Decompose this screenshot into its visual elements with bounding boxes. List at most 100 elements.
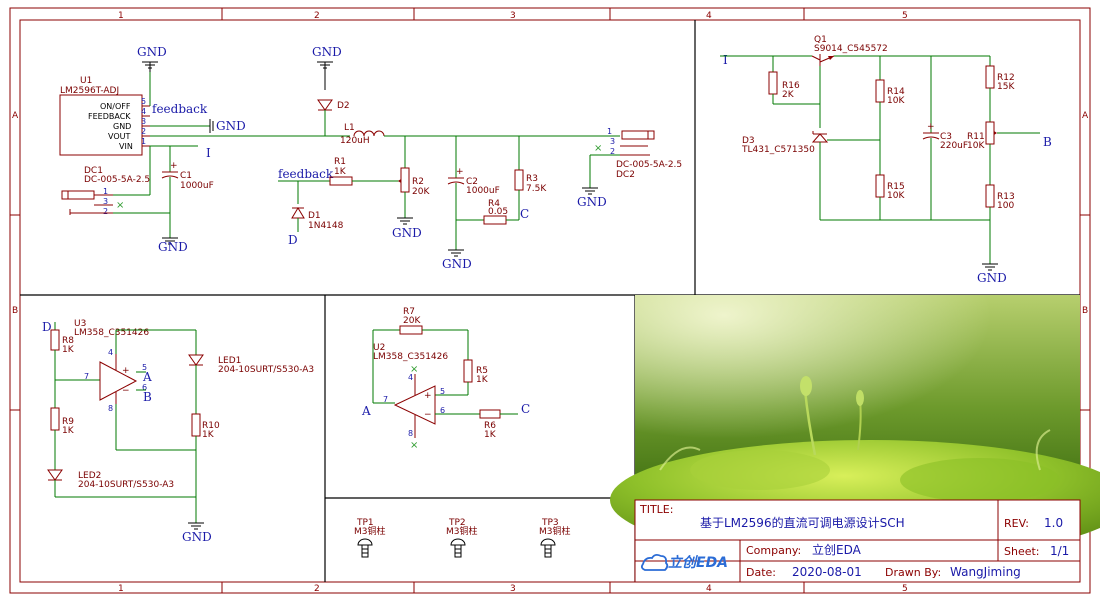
net-gnd-r2: GND	[392, 226, 422, 240]
l1-ref: L1	[344, 123, 355, 133]
tp2-ref: TP2	[448, 518, 466, 528]
net-gnd-top: GND	[137, 45, 167, 59]
r1-ref: R1	[334, 157, 346, 167]
u2-pin-5: 5	[440, 387, 445, 396]
net-gnd-u1: GND	[216, 119, 246, 133]
company-value: 立创EDA	[812, 542, 862, 557]
u1-pinnum-1: 1	[141, 137, 146, 146]
u1-ref: U1	[80, 76, 92, 86]
q1-transistor[interactable]: Q1 S9014_C545572	[811, 35, 888, 66]
net-C-r6: C	[521, 402, 530, 416]
c2-value: 1000uF	[466, 186, 500, 196]
u2-opamp[interactable]: U2 LM358_C351426 + − 7 5 6 4 8	[373, 343, 448, 438]
tp3-ref: TP3	[541, 518, 559, 528]
net-B-u3: B	[143, 390, 152, 404]
svg-text:+: +	[424, 391, 432, 401]
u3-opamp[interactable]: U3 LM358_C351426 + − 7 5 6 4 8	[74, 319, 149, 413]
d1-ref: D1	[308, 211, 321, 221]
led2-value: 204-10SURT/S530-A3	[78, 480, 174, 490]
logo-text: 立创EDA	[668, 554, 728, 571]
r6-resistor[interactable]: R6 1K	[479, 409, 501, 440]
net-feedback-r1: feedback	[278, 167, 334, 181]
d1-diode[interactable]: D1 1N4148	[291, 207, 344, 231]
dc1-jack[interactable]: DC1 DC-005-5A-2.5 1 3 2	[61, 166, 150, 216]
net-gnd-r13: GND	[977, 271, 1007, 285]
net-A-u2: A	[361, 404, 371, 418]
r11-value: 10K	[967, 141, 985, 151]
no-connect-dc1: ×	[116, 200, 124, 211]
l1-inductor[interactable]: L1 120uH	[340, 123, 385, 146]
buck-converter-section: U1 LM2596T-ADJ ON/OFF FEEDBACK GND VOUT …	[59, 45, 682, 271]
gnd-symbol-r10	[188, 522, 204, 530]
r16-value: 2K	[782, 90, 795, 100]
dc2-pin-1: 1	[607, 127, 612, 136]
r14-ref: R14	[887, 87, 905, 97]
u3-pin-4: 4	[108, 348, 113, 357]
dc2-jack[interactable]: 1 3 2 DC-005-5A-2.5 DC2	[607, 127, 682, 180]
dc2-ref: DC2	[616, 170, 635, 180]
tp1-standoff[interactable]: TP1 M3铜柱	[354, 518, 386, 558]
no-connect-dc2: ×	[594, 143, 602, 154]
c1-capacitor[interactable]: + C1 1000uF	[150, 145, 214, 238]
u3-value: LM358_C351426	[74, 328, 149, 338]
r11-potentiometer[interactable]: R11 10K	[967, 121, 997, 151]
r16-ref: R16	[782, 81, 800, 91]
d1-value: 1N4148	[308, 221, 344, 231]
r4-value: 0.05	[488, 207, 508, 217]
u3-pin-8: 8	[108, 404, 113, 413]
c3-capacitor[interactable]: + C3 220uF	[922, 56, 968, 220]
u2-value: LM358_C351426	[373, 352, 448, 362]
c1-ref: C1	[180, 171, 192, 181]
r9-value: 1K	[62, 426, 75, 436]
tp1-value: M3铜柱	[354, 525, 386, 537]
title-block: TITLE: 基于LM2596的直流可调电源设计SCH REV: 1.0 立创E…	[634, 499, 1081, 583]
col-label-2b: 2	[314, 584, 320, 594]
r7-resistor[interactable]: R7 20K	[399, 307, 423, 335]
d3-value: TL431_C571350	[741, 145, 815, 155]
col-label-5: 5	[902, 11, 908, 21]
no-connect-u2-8: ×	[410, 440, 418, 451]
net-feedback-u1: feedback	[152, 102, 208, 116]
r16-resistor[interactable]: R16 2K	[768, 71, 800, 100]
r4-resistor[interactable]: R4 0.05	[483, 199, 508, 225]
u3-ref: U3	[74, 319, 86, 329]
u1-regulator[interactable]: U1 LM2596T-ADJ ON/OFF FEEDBACK GND VOUT …	[59, 76, 150, 156]
r8-ref: R8	[62, 336, 74, 346]
r3-ref: R3	[526, 174, 538, 184]
dc2-pin-2: 2	[610, 147, 615, 156]
svg-text:+: +	[122, 366, 130, 376]
r3-resistor[interactable]: R3 7.5K	[514, 136, 547, 220]
c2-ref: C2	[466, 177, 478, 187]
led1-led[interactable]: LED1 204-10SURT/S530-A3	[188, 354, 314, 375]
r2-potentiometer[interactable]: R2 20K	[398, 136, 430, 218]
col-label-1: 1	[118, 11, 124, 21]
c2-capacitor[interactable]: + C2 1000uF	[447, 136, 500, 250]
q1-value: S9014_C545572	[814, 44, 888, 54]
tp3-standoff[interactable]: TP3 M3铜柱	[539, 518, 571, 558]
row-label-b: B	[12, 306, 18, 316]
r1-resistor[interactable]: R1 1K	[329, 157, 353, 186]
led2-led[interactable]: LED2 204-10SURT/S530-A3	[47, 469, 174, 490]
gnd-symbol-r13	[982, 263, 998, 271]
d2-ref: D2	[337, 101, 350, 111]
u2-ref: U2	[373, 343, 385, 353]
r13-value: 100	[997, 201, 1014, 211]
tp2-standoff[interactable]: TP2 M3铜柱	[446, 518, 478, 558]
tp2-value: M3铜柱	[446, 525, 478, 537]
dc1-pin-2: 2	[103, 207, 108, 216]
r5-resistor[interactable]: R5 1K	[463, 359, 489, 385]
net-gnd-c1: GND	[158, 240, 188, 254]
net-gnd-dc2: GND	[577, 195, 607, 209]
net-gnd-r10: GND	[182, 530, 212, 544]
dc1-pin-1: 1	[103, 187, 108, 196]
d3-tl431[interactable]: D3 TL431_C571350	[741, 131, 829, 155]
r10-value: 1K	[202, 430, 215, 440]
u1-pinnum-3: 3	[141, 117, 146, 126]
comparator-section: D R8 1K R9 1K LED2 204-10SURT/S530-A3 U3…	[42, 319, 314, 544]
d2-diode[interactable]: D2	[317, 99, 350, 136]
r15-value: 10K	[887, 191, 905, 201]
reference-section: I R16 2K Q1 S9014_C545572 D3 TL431_C5713…	[720, 35, 1052, 285]
net-D-r8: D	[42, 320, 52, 334]
sheet-value: 1/1	[1050, 544, 1069, 558]
rev-value: 1.0	[1044, 516, 1063, 530]
